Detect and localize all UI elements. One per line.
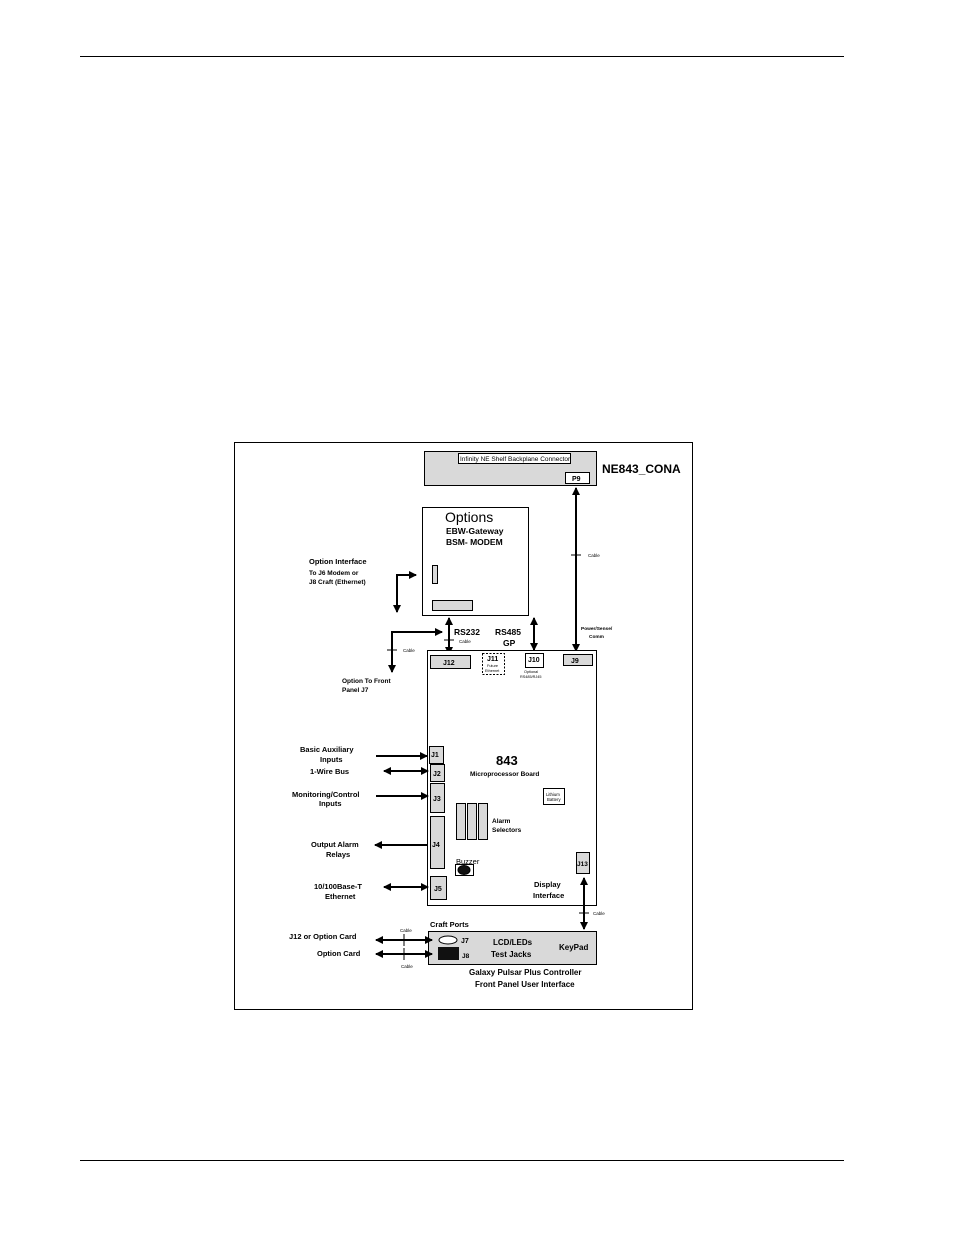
- j4-connector: [430, 816, 445, 869]
- monitoring-label1: Monitoring/Control: [292, 790, 359, 799]
- j1-label: J1: [431, 752, 439, 759]
- options-side-connector: [432, 565, 438, 584]
- option-interface-line2: To J6 Modem or: [309, 570, 359, 577]
- j12-option-cable-label: Cable: [400, 928, 412, 933]
- rs485-label: RS485: [495, 627, 521, 637]
- power-cable-label: Cable: [588, 553, 600, 558]
- j12-option-label: J12 or Option Card: [289, 932, 357, 941]
- j9-connector: [563, 654, 593, 666]
- option-front-cable-label: Cable: [403, 648, 415, 653]
- option-card-cable-label: Cable: [401, 964, 413, 969]
- j11-sub1: Future: [487, 664, 498, 668]
- j1-connector: [429, 746, 444, 764]
- ethernet-label1: 10/100Base-T: [314, 882, 362, 891]
- header-rule: [80, 56, 844, 57]
- board-name: Microprocessor Board: [470, 771, 539, 778]
- option-front-line1: Option To Front: [342, 678, 391, 685]
- footer-rule: [80, 1160, 844, 1161]
- basic-aux-label1: Basic Auxiliary: [300, 745, 354, 754]
- battery-label2: Battery: [547, 797, 561, 802]
- rs232-cable-label: Cable: [459, 639, 471, 644]
- alarm-label1: Alarm: [492, 818, 511, 825]
- board-number: 843: [496, 753, 518, 768]
- j12-label: J12: [443, 660, 455, 667]
- options-line2: BSM- MODEM: [446, 537, 503, 547]
- keypad-label: KeyPad: [559, 943, 588, 952]
- j13-label: J13: [577, 861, 588, 868]
- alarm-selector-2: [467, 803, 477, 840]
- j10-label: J10: [528, 657, 540, 664]
- j10-sub1: Optional: [524, 670, 538, 674]
- lcd-label: LCD/LEDs: [493, 938, 533, 947]
- j10-sub2: RS485/RJ45: [520, 675, 542, 679]
- rs232-label: RS232: [454, 627, 480, 637]
- j9-label: J9: [571, 658, 579, 665]
- craft-ports-label: Craft Ports: [430, 920, 469, 929]
- options-line1: EBW-Gateway: [446, 526, 504, 536]
- j5-label: J5: [434, 886, 442, 893]
- buzzer-label: Buzzer: [456, 857, 480, 866]
- option-interface-arrow: [393, 571, 417, 613]
- buzzer: [457, 865, 471, 875]
- j7-label: J7: [461, 938, 469, 945]
- options-bottom-connector: [432, 600, 473, 611]
- alarm-label2: Selectors: [492, 827, 522, 834]
- diagram-frame: [234, 442, 693, 1010]
- j8-port: [438, 947, 459, 960]
- backplane-connector-label-box: [458, 453, 571, 464]
- j2-connector: [430, 764, 445, 782]
- front-panel-caption1: Galaxy Pulsar Plus Controller: [469, 968, 581, 977]
- j3-label: J3: [433, 796, 441, 803]
- options-box: [422, 507, 529, 616]
- display-label1: Display: [534, 880, 562, 889]
- option-card-label: Option Card: [317, 949, 361, 958]
- display-label2: Interface: [533, 891, 564, 900]
- j13-connector: [576, 852, 590, 874]
- j2-label: J2: [433, 771, 441, 778]
- power-label2: Comm: [589, 634, 604, 640]
- option-front-line2: Panel J7: [342, 687, 369, 694]
- j11-sub2: Ethernet: [485, 669, 500, 673]
- output-alarm-label2: Relays: [326, 850, 350, 859]
- basic-aux-label2: Inputs: [320, 755, 343, 764]
- front-panel-caption2: Front Panel User Interface: [475, 980, 575, 989]
- ethernet-label2: Ethernet: [325, 892, 356, 901]
- options-title: Options: [445, 509, 493, 525]
- output-alarm-label1: Output Alarm: [311, 840, 359, 849]
- alarm-selector-3: [478, 803, 488, 840]
- display-cable-label: Cable: [593, 911, 605, 916]
- option-interface-line3: J8 Craft (Ethernet): [309, 579, 366, 586]
- monitoring-label2: Inputs: [319, 799, 342, 808]
- p9-label: P9: [572, 476, 581, 483]
- backplane-title: NE843_CONA: [602, 462, 681, 476]
- backplane-connector-label: Infinity NE Shelf Backplane Connector: [460, 456, 571, 463]
- j12-connector: [430, 655, 471, 669]
- alarm-selector-1: [456, 803, 466, 840]
- one-wire-label: 1-Wire Bus: [310, 767, 349, 776]
- j11-connector: [482, 653, 505, 675]
- j5-connector: [430, 876, 447, 900]
- power-label1: Power/Sense/: [581, 626, 613, 632]
- j7-port: [438, 935, 458, 945]
- j10-connector: [525, 653, 544, 668]
- p9-connector: [565, 472, 590, 484]
- j11-label: J11: [487, 656, 498, 663]
- gp-label: GP: [503, 638, 516, 648]
- option-interface-line1: Option Interface: [309, 557, 367, 566]
- j4-label: J4: [432, 842, 440, 849]
- board-843: [427, 650, 597, 906]
- option-front-arrow: [388, 628, 443, 673]
- j8-label: J8: [462, 953, 470, 960]
- battery-label1: Lithium: [546, 792, 560, 797]
- test-jacks-label: Test Jacks: [491, 950, 532, 959]
- j3-connector: [430, 783, 445, 813]
- lithium-battery: [543, 788, 565, 805]
